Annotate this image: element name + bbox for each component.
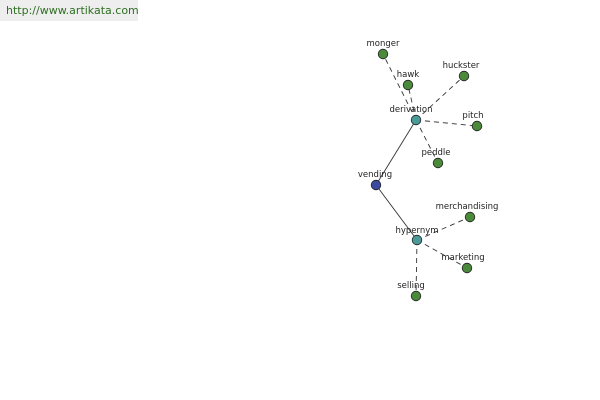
edge-derivation-huckster <box>415 75 465 121</box>
graph-labels: vending derivation hypernym monger hawk hucks… <box>358 39 499 291</box>
edge-derivation-pitch <box>415 119 478 127</box>
node-merchandising[interactable] <box>464 211 476 223</box>
graph-nodes <box>370 48 483 302</box>
node-pitch[interactable] <box>471 120 483 132</box>
node-label-pitch: pitch <box>462 111 483 121</box>
node-label-monger: monger <box>367 39 400 49</box>
edge-derivation-peddle <box>415 119 439 164</box>
graph-edges <box>375 53 478 297</box>
edge-derivation-monger <box>382 53 417 121</box>
node-label-marketing: marketing <box>441 253 484 263</box>
edge-derivation-hawk <box>407 84 417 121</box>
edge-hypernym-merchandising <box>416 216 471 241</box>
edge-vending-derivation <box>375 119 417 186</box>
node-label-huckster: huckster <box>443 61 480 71</box>
node-hawk[interactable] <box>402 79 414 91</box>
node-label-peddle: peddle <box>421 148 450 158</box>
source-link[interactable]: http://www.artikata.com <box>6 4 139 17</box>
node-label-merchandising: merchandising <box>436 202 499 212</box>
node-derivation[interactable] <box>410 114 422 126</box>
node-huckster[interactable] <box>458 70 470 82</box>
node-label-hypernym: hypernym <box>395 226 438 236</box>
edge-vending-hypernym <box>375 184 418 241</box>
node-selling[interactable] <box>410 290 422 302</box>
node-label-vending: vending <box>358 170 392 180</box>
edge-hypernym-marketing <box>416 239 468 269</box>
node-label-selling: selling <box>397 281 425 291</box>
node-label-hawk: hawk <box>397 70 420 80</box>
node-peddle[interactable] <box>432 157 444 169</box>
node-label-derivation: derivation <box>389 105 432 115</box>
node-marketing[interactable] <box>461 262 473 274</box>
edge-hypernym-selling <box>415 239 418 297</box>
node-vending[interactable] <box>370 179 382 191</box>
node-monger[interactable] <box>377 48 389 60</box>
node-hypernym[interactable] <box>411 234 423 246</box>
source-banner: http://www.artikata.com <box>0 0 139 21</box>
